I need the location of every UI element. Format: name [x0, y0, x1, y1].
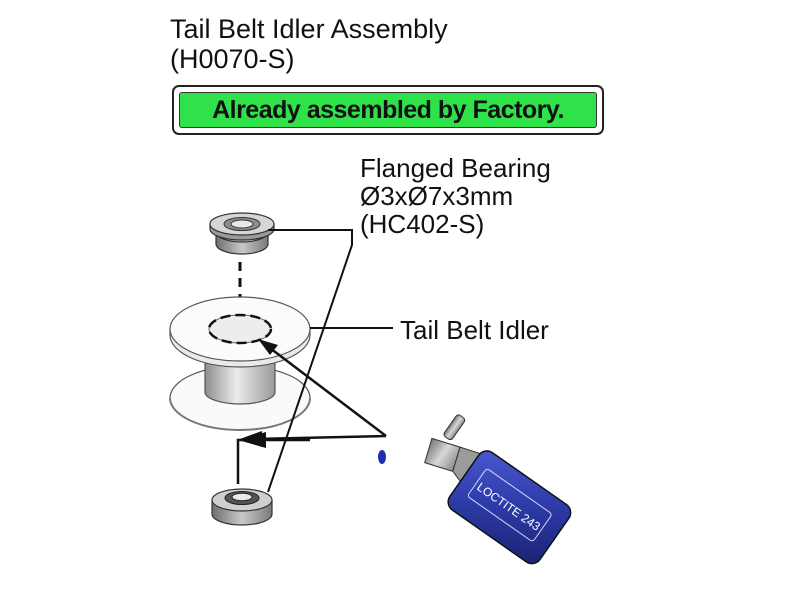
tail-belt-idler-label: Tail Belt Idler — [400, 315, 549, 345]
bearing-code: (HC402-S) — [360, 209, 485, 239]
idler-upper-flange — [169, 296, 311, 368]
title-line-1: Tail Belt Idler Assembly — [170, 14, 448, 44]
bearing-name: Flanged Bearing — [360, 153, 551, 183]
title-line-2: (H0070-S) — [170, 44, 295, 74]
bearing-leader-lines — [267, 229, 353, 493]
loctite-arrows — [240, 339, 387, 447]
bearing-size: Ø3xØ7x3mm — [360, 181, 514, 211]
loctite-bottle: LOCTITE 243 — [424, 414, 572, 565]
bottom-flanged-bearing — [211, 488, 273, 526]
top-flanged-bearing — [209, 212, 275, 255]
flanged-bearing-label: Flanged Bearing Ø3xØ7x3mm (HC402-S) — [360, 154, 551, 238]
banner-text: Already assembled by Factory. — [179, 92, 597, 128]
page-title: Tail Belt Idler Assembly (H0070-S) — [170, 14, 448, 74]
glue-drop — [378, 450, 386, 464]
factory-assembled-banner: Already assembled by Factory. — [172, 85, 604, 135]
